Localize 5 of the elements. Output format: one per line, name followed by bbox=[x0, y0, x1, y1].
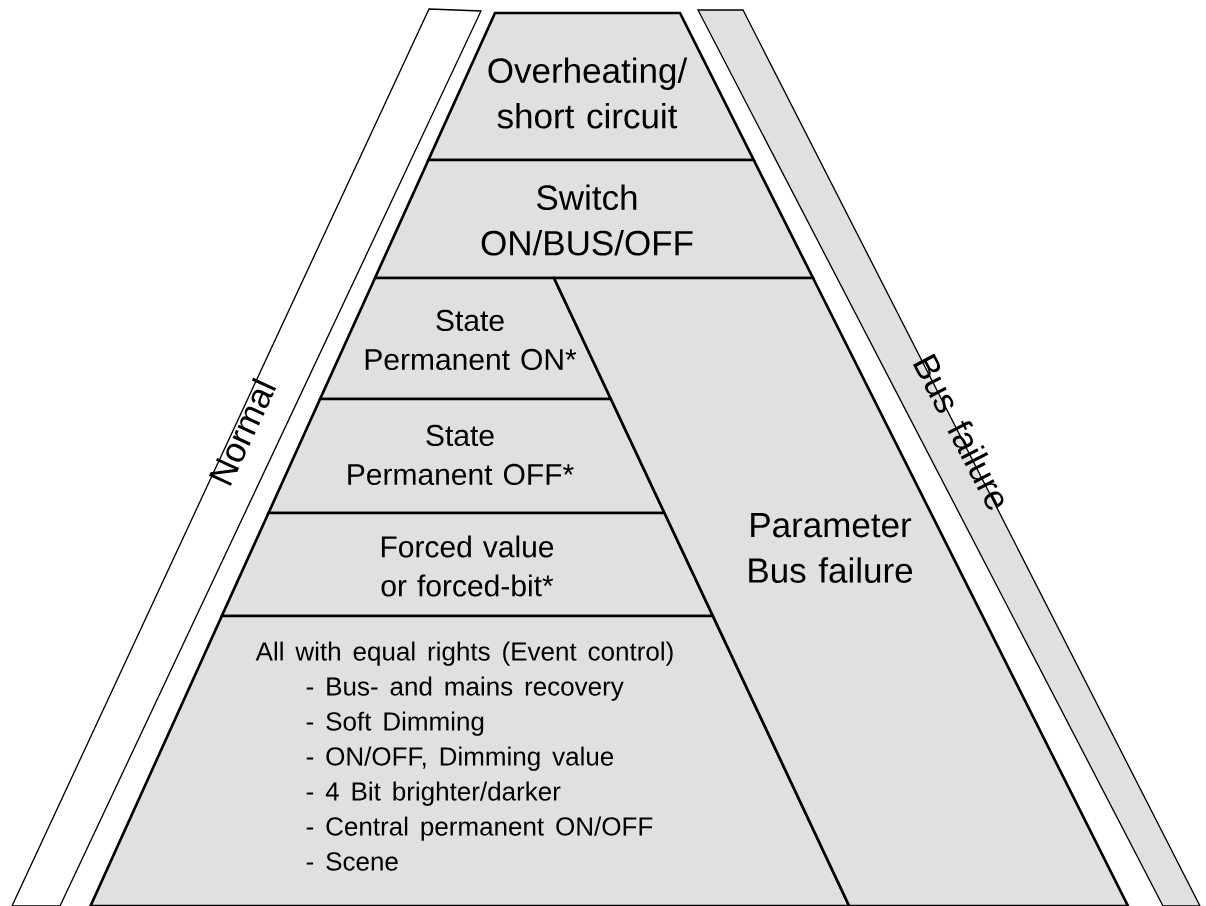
node-label: Parameter Bus failure bbox=[749, 513, 913, 583]
pyramid-section: State Permanent ON* bbox=[318, 276, 613, 401]
node-label: - Scene bbox=[306, 852, 398, 871]
node-label: Bus failure bbox=[912, 353, 1004, 510]
node-label: - Soft Dimming bbox=[306, 711, 484, 736]
